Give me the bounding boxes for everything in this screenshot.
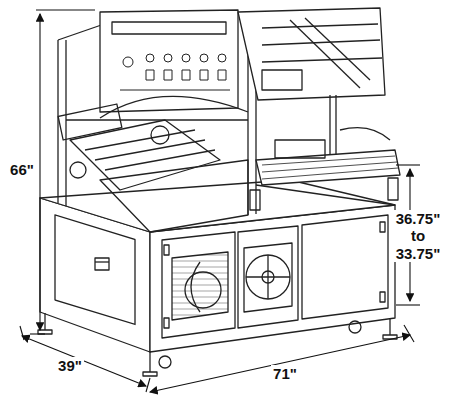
- dimension-label: 71": [271, 365, 299, 382]
- dimension-label: 39": [56, 357, 84, 374]
- dimension-label: 66": [8, 161, 36, 178]
- dimension-label: 36.75" to 33.75": [391, 210, 445, 262]
